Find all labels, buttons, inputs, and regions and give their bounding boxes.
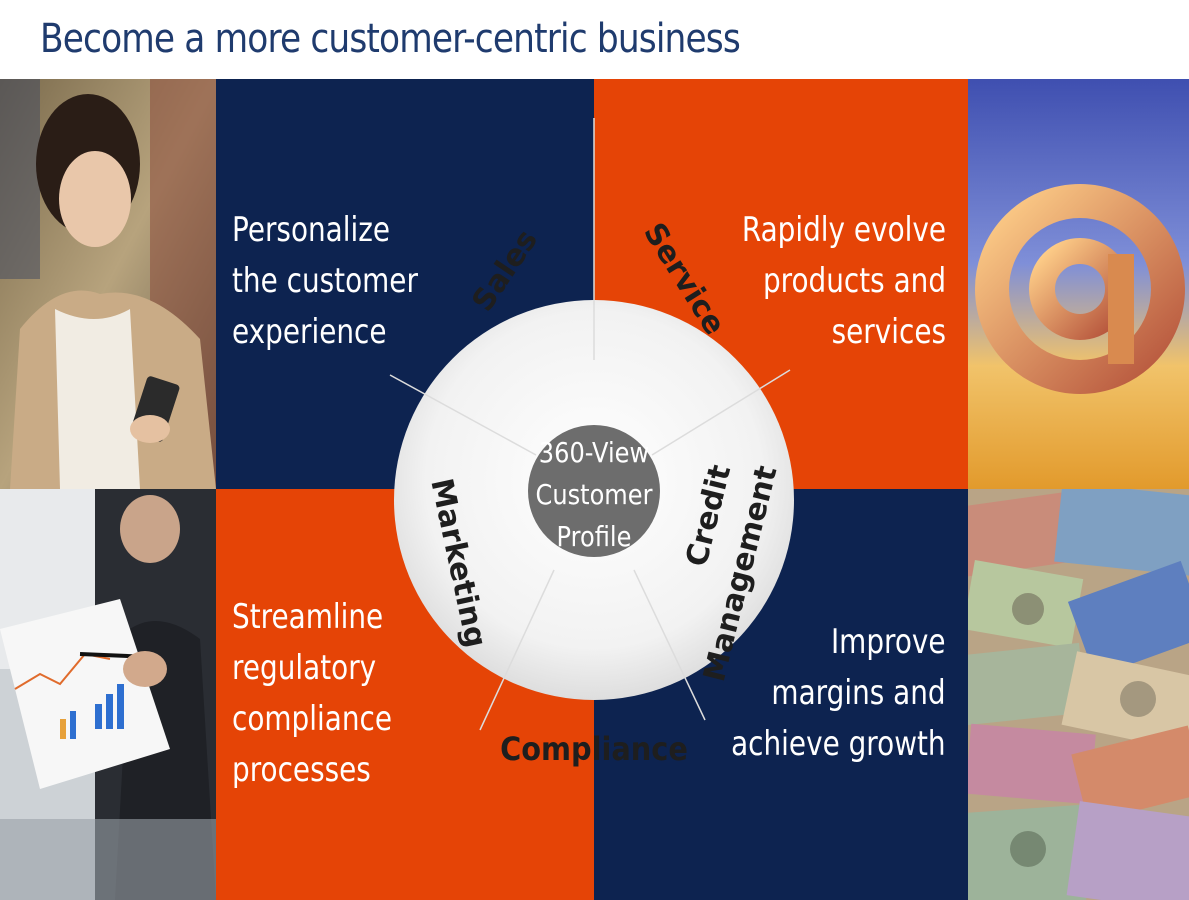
- segment-sales: Sales: [465, 223, 545, 317]
- caption-improve-margins: Improve margins and achieve growth: [731, 622, 946, 764]
- caption-streamline: Streamline regulatory compliance process…: [232, 597, 392, 790]
- segment-compliance: Compliance: [500, 732, 688, 769]
- segment-dividers: [389, 118, 791, 731]
- world-currency-photo: [968, 489, 1189, 900]
- center-line-3: Profile: [557, 521, 632, 553]
- center-circle: [528, 425, 660, 557]
- page-title: Become a more customer-centric business: [40, 16, 741, 62]
- caption-personalize: Personalize the customer experience: [232, 210, 418, 352]
- woman-with-tablet-photo: [0, 79, 216, 489]
- center-line-1: 360-View: [539, 437, 649, 469]
- caption-rapidly-evolve: Rapidly evolve products and services: [741, 210, 946, 352]
- business-charts-photo: [0, 489, 216, 900]
- center-line-2: Customer: [536, 479, 653, 511]
- email-at-symbol-photo: [968, 79, 1189, 489]
